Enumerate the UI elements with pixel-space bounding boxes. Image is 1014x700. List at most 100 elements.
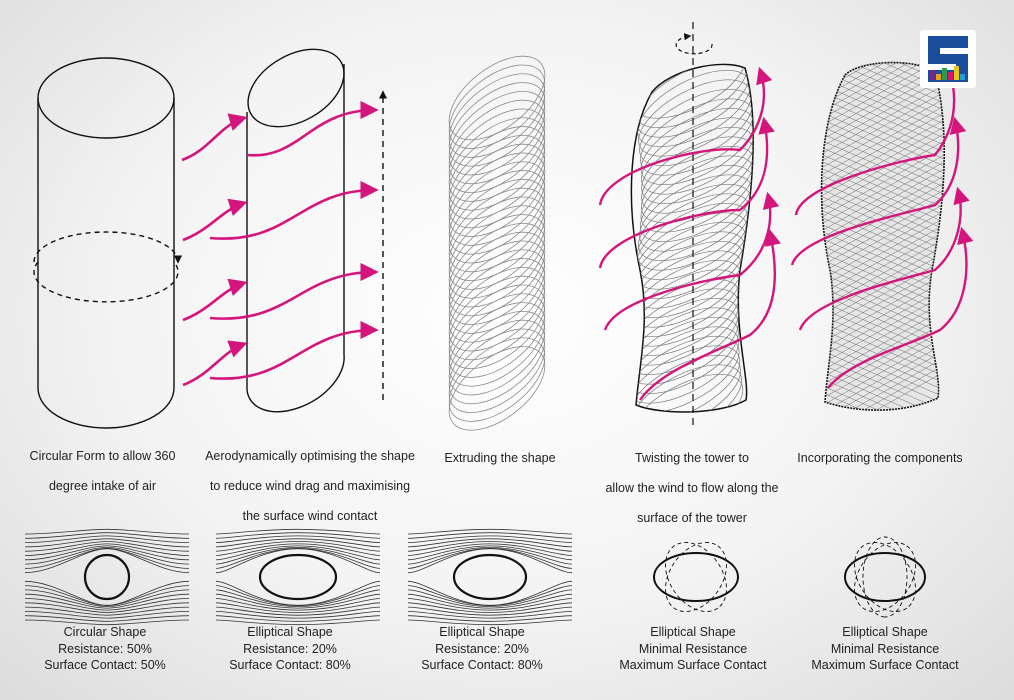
- flow-streamline: [215, 538, 381, 548]
- flow-streamline: [215, 598, 381, 611]
- flow-streamline: [407, 602, 573, 613]
- twist-ring: [640, 155, 754, 233]
- twist-ring: [641, 136, 754, 214]
- mesh-line: [821, 355, 945, 411]
- overlap-diagram-1: [653, 542, 739, 612]
- shape-surface-contact: Surface Contact: 80%: [229, 658, 351, 672]
- flow-streamline: [24, 619, 190, 626]
- mesh-line: [821, 200, 945, 272]
- mesh-line: [800, 0, 960, 26]
- shape-name: Elliptical Shape: [439, 625, 525, 639]
- shape-caption-2: Elliptical Shape Resistance: 20% Surface…: [190, 624, 390, 674]
- twist-ring: [631, 345, 741, 412]
- flow-streamline: [407, 538, 573, 548]
- step-1-cylinder: [33, 57, 183, 429]
- twist-ring: [631, 269, 741, 347]
- ellipse-shape: [258, 553, 338, 601]
- mesh-line: [821, 165, 945, 237]
- caption-line: Twisting the tower to: [635, 451, 749, 465]
- flow-streamline: [24, 598, 190, 611]
- mesh-line: [821, 166, 945, 258]
- flow-streamline: [24, 547, 190, 569]
- flow-streamline: [24, 545, 190, 561]
- flow-streamline: [215, 589, 381, 607]
- mesh-line: [800, 0, 960, 33]
- circle-shape: [83, 553, 131, 601]
- shape-caption-1: Circular Shape Resistance: 50% Surface C…: [5, 624, 205, 674]
- mesh-line: [821, 152, 945, 244]
- stack-ring: [448, 337, 546, 422]
- shape-surface-contact: Maximum Surface Contact: [811, 658, 959, 672]
- mesh-line: [821, 137, 945, 209]
- twist-ring: [631, 259, 742, 338]
- caption-line: allow the wind to flow along the: [605, 481, 779, 495]
- logo-icon: [920, 30, 976, 88]
- mesh-line: [821, 145, 945, 237]
- shape-name: Elliptical Shape: [650, 625, 736, 639]
- flow-streamline: [24, 543, 190, 556]
- rotation-arrow-top: [675, 33, 713, 55]
- flow-streamline: [24, 528, 190, 535]
- step-4-twisted-tower: [598, 22, 781, 428]
- caption-line: the surface wind contact: [242, 509, 378, 523]
- flow-streamline: [407, 619, 573, 626]
- mesh-line: [821, 123, 945, 195]
- flow-streamline: [215, 606, 381, 616]
- mesh-line: [821, 103, 945, 195]
- ellipse-shape: [452, 553, 528, 601]
- twist-ring: [631, 364, 743, 412]
- flow-streamline: [24, 538, 190, 548]
- shape-caption-3: Elliptical Shape Resistance: 20% Surface…: [382, 624, 582, 674]
- mesh-line: [821, 186, 945, 258]
- flow-streamline: [215, 593, 381, 609]
- components-tower-outline: [820, 61, 945, 411]
- mesh-line: [800, 0, 960, 26]
- mesh-line: [821, 144, 945, 216]
- twist-ring: [631, 354, 742, 412]
- step-3-extruded-stack: [448, 55, 546, 431]
- flow-streamline: [24, 589, 190, 607]
- flow-streamline: [407, 532, 573, 539]
- twist-ring: [631, 316, 739, 395]
- twist-ring: [638, 79, 752, 157]
- mesh-line: [821, 348, 945, 411]
- step-2-elliptic-cylinder: [246, 48, 388, 413]
- mesh-line: [800, 0, 960, 5]
- elliptic-bottom-arc: [246, 354, 345, 413]
- shape-surface-contact: Surface Contact: 80%: [421, 658, 543, 672]
- mesh-line: [821, 179, 945, 251]
- caption-line: Extruding the shape: [444, 451, 556, 465]
- mesh-line: [821, 124, 945, 216]
- mesh-line: [821, 75, 945, 167]
- shape-name: Circular Shape: [63, 625, 147, 639]
- shape-resistance: Resistance: 20%: [243, 641, 337, 656]
- twist-ring: [631, 373, 744, 412]
- rotation-arrow-back: [33, 231, 183, 264]
- mesh-line: [821, 159, 945, 251]
- rotation-arrow-icon: [33, 261, 179, 303]
- flow-streamline: [215, 543, 381, 556]
- mesh-line: [821, 62, 945, 118]
- flow-streamline: [215, 532, 381, 539]
- flow-streamline: [24, 547, 190, 565]
- flow-streamline: [407, 545, 573, 561]
- shape-resistance: Resistance: 20%: [435, 641, 529, 656]
- flow-streamline: [215, 535, 381, 543]
- mesh-line: [821, 382, 945, 411]
- twist-ring: [631, 335, 740, 412]
- elliptic-top: [247, 48, 345, 128]
- flow-streamline: [24, 611, 190, 619]
- flow-streamline: [24, 606, 190, 616]
- flow-streamline: [24, 541, 190, 552]
- cylinder-bottom-arc: [37, 387, 175, 429]
- flow-diagram-elliptical-1: [215, 528, 381, 626]
- twist-ring: [631, 288, 740, 366]
- twist-ring: [641, 126, 754, 205]
- flow-streamline: [215, 547, 381, 565]
- twist-ring: [631, 250, 743, 328]
- flow-streamline: [215, 619, 381, 626]
- flow-streamline: [24, 615, 190, 622]
- mesh-line: [821, 151, 945, 223]
- caption-line: Incorporating the components: [797, 451, 963, 465]
